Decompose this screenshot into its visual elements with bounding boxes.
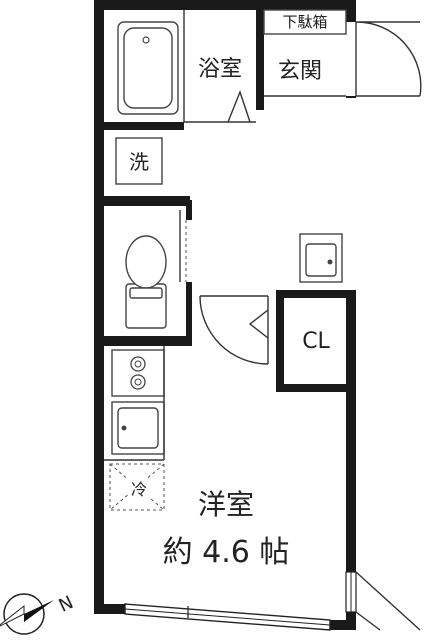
interior-walls xyxy=(94,10,356,392)
bottom-window xyxy=(124,603,331,631)
shoe-box-label: 下駄箱 xyxy=(282,13,327,31)
toilet-icon xyxy=(125,235,167,329)
washer-label: 洗 xyxy=(129,150,149,174)
shoe-box xyxy=(263,9,347,35)
fridge-space xyxy=(109,463,165,511)
bathroom-label: 浴室 xyxy=(198,57,242,82)
right-window xyxy=(345,571,421,631)
entrance-label: 玄関 xyxy=(278,59,322,84)
washer-space xyxy=(115,137,163,185)
bathtub-icon xyxy=(117,21,179,115)
room-door xyxy=(199,295,269,365)
closet-label: CL xyxy=(302,329,330,354)
fridge-label: 冷 xyxy=(131,480,147,499)
sink-icon xyxy=(111,401,165,455)
western-room-size: 約 4.6 帖 xyxy=(163,535,290,570)
western-room-label: 洋室 xyxy=(198,488,254,521)
compass-north-label: N xyxy=(56,592,77,617)
stove-icon xyxy=(111,349,165,397)
washbasin-icon xyxy=(299,233,343,283)
compass-icon xyxy=(0,593,54,635)
entrance-door xyxy=(355,21,422,97)
bath-door xyxy=(227,89,251,123)
